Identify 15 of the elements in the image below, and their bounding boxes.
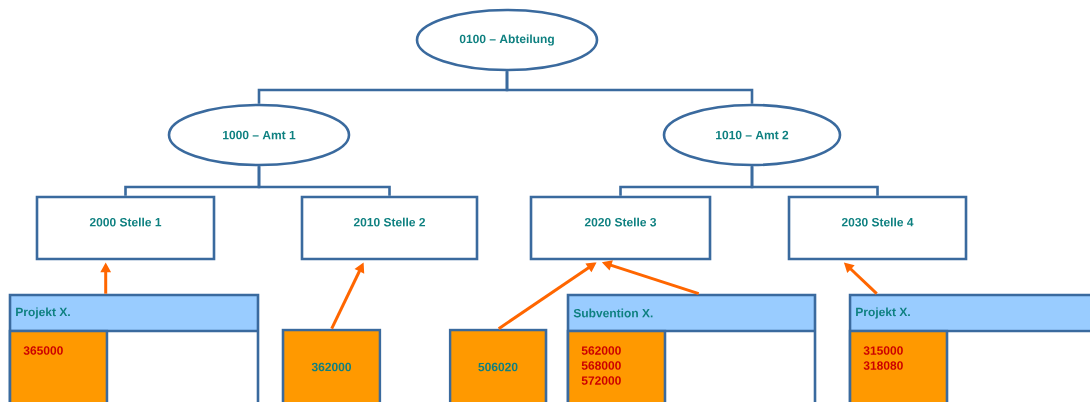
ellipse-node: 1000 – Amt 1: [167, 103, 351, 167]
org-box: 2000 Stelle 1: [35, 195, 216, 261]
number-box: 506020: [448, 328, 548, 402]
table-cell: 562000 568000 572000: [566, 329, 667, 402]
ellipse-node: 1010 – Amt 2: [662, 103, 842, 167]
table-cell: 315000 318080: [848, 329, 949, 402]
connector-line: [257, 166, 391, 196]
ellipse-node: 0100 – Abteilung: [415, 8, 599, 72]
connector-line: [505, 71, 754, 104]
table-cell: 365000: [8, 329, 109, 402]
number-box: 362000: [281, 328, 382, 402]
connector-line: [750, 166, 879, 196]
org-box: 2020 Stelle 3: [529, 195, 712, 261]
org-box: 2010 Stelle 2: [300, 195, 479, 261]
org-box: 2030 Stelle 4: [787, 195, 968, 261]
